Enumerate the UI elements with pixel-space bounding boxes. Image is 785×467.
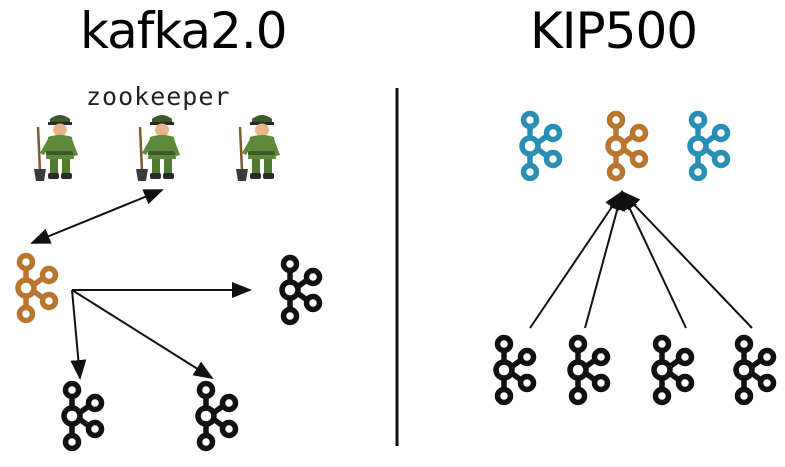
quorum-kafka-logo-icon [522, 114, 560, 179]
controller-kafka-logo-icon [18, 256, 56, 321]
broker-kafka-logo-icon [496, 338, 534, 403]
active-controller-kafka-logo-icon [608, 114, 646, 179]
right-title: KIP500 [530, 2, 698, 60]
broker-controller-arrow [584, 190, 625, 329]
broker-controller-arrow [620, 190, 753, 329]
broker-kafka-logo-icon [198, 384, 236, 449]
zookeeper-keeper-icon [234, 113, 282, 183]
controller-broker-arrow [71, 289, 214, 380]
broker-controller-arrow [529, 190, 624, 329]
controller-zookeeper-arrow [30, 189, 164, 244]
zookeeper-keeper-icon [134, 113, 182, 183]
zookeeper-keeper-icon [32, 113, 80, 183]
quorum-kafka-logo-icon [690, 114, 728, 179]
broker-kafka-logo-icon [736, 338, 774, 403]
left-title: kafka2.0 [80, 2, 288, 60]
broker-kafka-logo-icon [654, 338, 692, 403]
zookeeper-label: zookeeper [86, 82, 231, 111]
broker-kafka-logo-icon [282, 258, 320, 323]
broker-controller-arrow [621, 190, 687, 329]
controller-broker-arrow [70, 289, 87, 380]
broker-kafka-logo-icon [64, 384, 102, 449]
broker-kafka-logo-icon [570, 338, 608, 403]
